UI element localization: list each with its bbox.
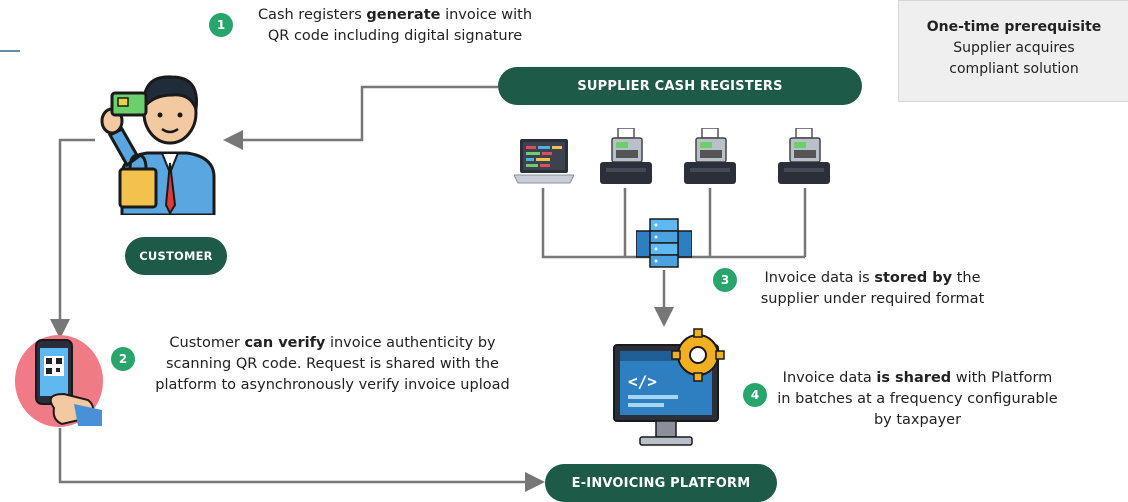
step-4-text: Invoice data is shared with Platform in …	[777, 370, 1058, 428]
phone-qr-scan-icon	[15, 335, 103, 427]
registers-bus	[541, 188, 807, 259]
prerequisite-body: Supplier acquires compliant solution	[949, 40, 1079, 77]
step-1-badge: 1	[209, 13, 233, 37]
step-3-text: Invoice data is stored by the supplier u…	[760, 270, 985, 307]
laptop-icon	[514, 139, 574, 184]
step-4-badge: 4	[743, 383, 767, 407]
cash-register-icon-2	[684, 128, 736, 184]
server-database-icon	[636, 218, 692, 268]
arrow-supplier-to-customer	[223, 85, 498, 150]
customer-label: CUSTOMER	[125, 237, 227, 275]
step-2-text: Customer can verify invoice authenticity…	[155, 335, 510, 393]
step-2-badge: 2	[111, 347, 135, 371]
arrow-phone-to-platform	[58, 428, 545, 492]
prerequisite-box: One-time prerequisite Supplier acquires …	[898, 0, 1128, 102]
platform-monitor-gear-icon: </>	[613, 328, 725, 446]
svg-text:</>: </>	[628, 372, 657, 391]
cash-register-icon-3	[778, 128, 830, 184]
cash-register-icon-1	[600, 128, 652, 184]
step-3-badge: 3	[713, 268, 737, 292]
arrow-customer-to-phone	[50, 138, 95, 339]
supplier-cash-registers-label: SUPPLIER CASH REGISTERS	[498, 67, 862, 105]
customer-icon	[100, 75, 216, 215]
step-1-text: Cash registers generate invoice with QR …	[257, 7, 533, 44]
prerequisite-title: One-time prerequisite	[926, 19, 1102, 35]
e-invoicing-platform-label: E-INVOICING PLATFORM	[545, 464, 777, 502]
